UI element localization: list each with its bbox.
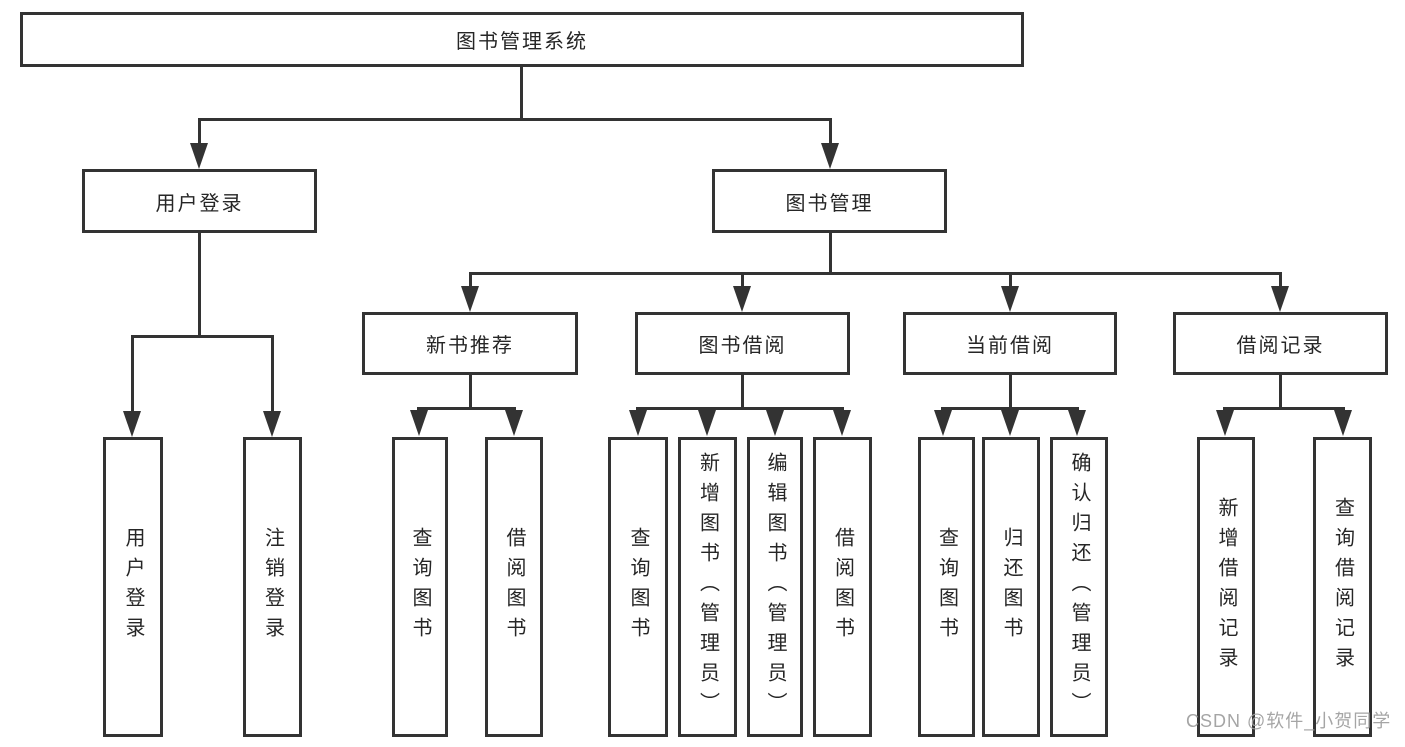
- arrow-down-icon: [410, 410, 428, 436]
- node-root-label: 图书管理系统: [456, 31, 588, 53]
- arrow-down-icon: [766, 410, 784, 436]
- connector-vline: [1009, 272, 1012, 290]
- node-root: 图书管理系统: [20, 12, 1024, 67]
- node-book-management: 图书管理: [712, 169, 947, 233]
- leaf-user-login-label: 用户登录: [122, 527, 144, 647]
- leaf-return-book-label: 归还图书: [1000, 527, 1022, 647]
- node-book-management-label: 图书管理: [785, 192, 874, 215]
- node-new-book-recommend: 新书推荐: [362, 312, 578, 375]
- connector-hline: [941, 407, 1079, 410]
- leaf-edit-book-admin-label: 编辑图书（管理员）: [764, 452, 786, 722]
- connector-vline: [469, 375, 472, 410]
- arrow-down-icon: [833, 410, 851, 436]
- leaf-add-borrow-record: 新增借阅记录: [1197, 437, 1255, 737]
- arrow-down-icon: [821, 143, 839, 169]
- leaf-query-book-2: 查询图书: [608, 437, 668, 737]
- leaf-user-login: 用户登录: [103, 437, 163, 737]
- leaf-add-book-admin: 新增图书（管理员）: [678, 437, 737, 737]
- arrow-down-icon: [698, 410, 716, 436]
- connector-hline: [636, 407, 844, 410]
- leaf-logout: 注销登录: [243, 437, 302, 737]
- leaf-add-borrow-record-label: 新增借阅记录: [1215, 497, 1237, 677]
- connector-vline: [271, 335, 274, 413]
- leaf-borrow-book-label: 借阅图书: [503, 527, 525, 647]
- node-user-login-label: 用户登录: [155, 192, 244, 215]
- node-book-borrow: 图书借阅: [635, 312, 850, 375]
- connector-vline: [829, 118, 832, 146]
- arrow-down-icon: [1001, 286, 1019, 312]
- node-borrow-records: 借阅记录: [1173, 312, 1388, 375]
- arrow-down-icon: [1334, 410, 1352, 436]
- leaf-confirm-return-admin-label: 确认归还（管理员）: [1068, 452, 1090, 722]
- connector-vline: [741, 375, 744, 410]
- node-new-book-recommend-label: 新书推荐: [426, 335, 514, 357]
- leaf-query-book: 查询图书: [392, 437, 448, 737]
- leaf-edit-book-admin: 编辑图书（管理员）: [747, 437, 803, 737]
- arrow-down-icon: [190, 143, 208, 169]
- leaf-query-borrow-record: 查询借阅记录: [1313, 437, 1372, 737]
- connector-vline: [1279, 374, 1282, 410]
- arrow-down-icon: [934, 410, 952, 436]
- connector-hline: [198, 118, 832, 121]
- leaf-query-book-2-label: 查询图书: [627, 527, 649, 647]
- connector-vline: [520, 66, 523, 120]
- leaf-logout-label: 注销登录: [261, 527, 284, 647]
- connector-vline: [131, 335, 134, 413]
- leaf-add-book-admin-label: 新增图书（管理员）: [696, 452, 719, 722]
- leaf-confirm-return-admin: 确认归还（管理员）: [1050, 437, 1108, 737]
- connector-hline: [469, 272, 1282, 275]
- leaf-query-book-3-label: 查询图书: [935, 527, 958, 647]
- leaf-return-book: 归还图书: [982, 437, 1040, 737]
- arrow-down-icon: [1068, 410, 1086, 436]
- connector-vline: [829, 233, 832, 275]
- leaf-borrow-book: 借阅图书: [485, 437, 543, 737]
- arrow-down-icon: [1001, 410, 1019, 436]
- connector-hline: [1223, 407, 1345, 410]
- arrow-down-icon: [123, 411, 141, 437]
- connector-vline: [198, 233, 201, 337]
- node-user-login: 用户登录: [82, 169, 317, 233]
- leaf-borrow-book-2-label: 借阅图书: [831, 527, 854, 647]
- connector-vline: [198, 118, 201, 146]
- leaf-query-book-label: 查询图书: [409, 527, 431, 647]
- node-current-borrow: 当前借阅: [903, 312, 1117, 375]
- arrow-down-icon: [629, 410, 647, 436]
- arrow-down-icon: [263, 411, 281, 437]
- arrow-down-icon: [1216, 410, 1234, 436]
- leaf-query-borrow-record-label: 查询借阅记录: [1331, 497, 1354, 677]
- arrow-down-icon: [461, 286, 479, 312]
- connector-hline: [417, 407, 516, 410]
- watermark: CSDN @软件_小贺同学: [1186, 711, 1392, 731]
- arrow-down-icon: [733, 286, 751, 312]
- arrow-down-icon: [1271, 286, 1289, 312]
- arrow-down-icon: [505, 410, 523, 436]
- leaf-borrow-book-2: 借阅图书: [813, 437, 872, 737]
- node-borrow-records-label: 借阅记录: [1236, 335, 1325, 357]
- connector-vline: [741, 272, 744, 290]
- connector-hline: [131, 335, 274, 338]
- leaf-query-book-3: 查询图书: [918, 437, 975, 737]
- connector-vline: [469, 272, 472, 290]
- node-book-borrow-label: 图书借阅: [698, 335, 787, 357]
- node-current-borrow-label: 当前借阅: [966, 335, 1054, 357]
- connector-vline: [1279, 272, 1282, 290]
- connector-vline: [1009, 374, 1012, 410]
